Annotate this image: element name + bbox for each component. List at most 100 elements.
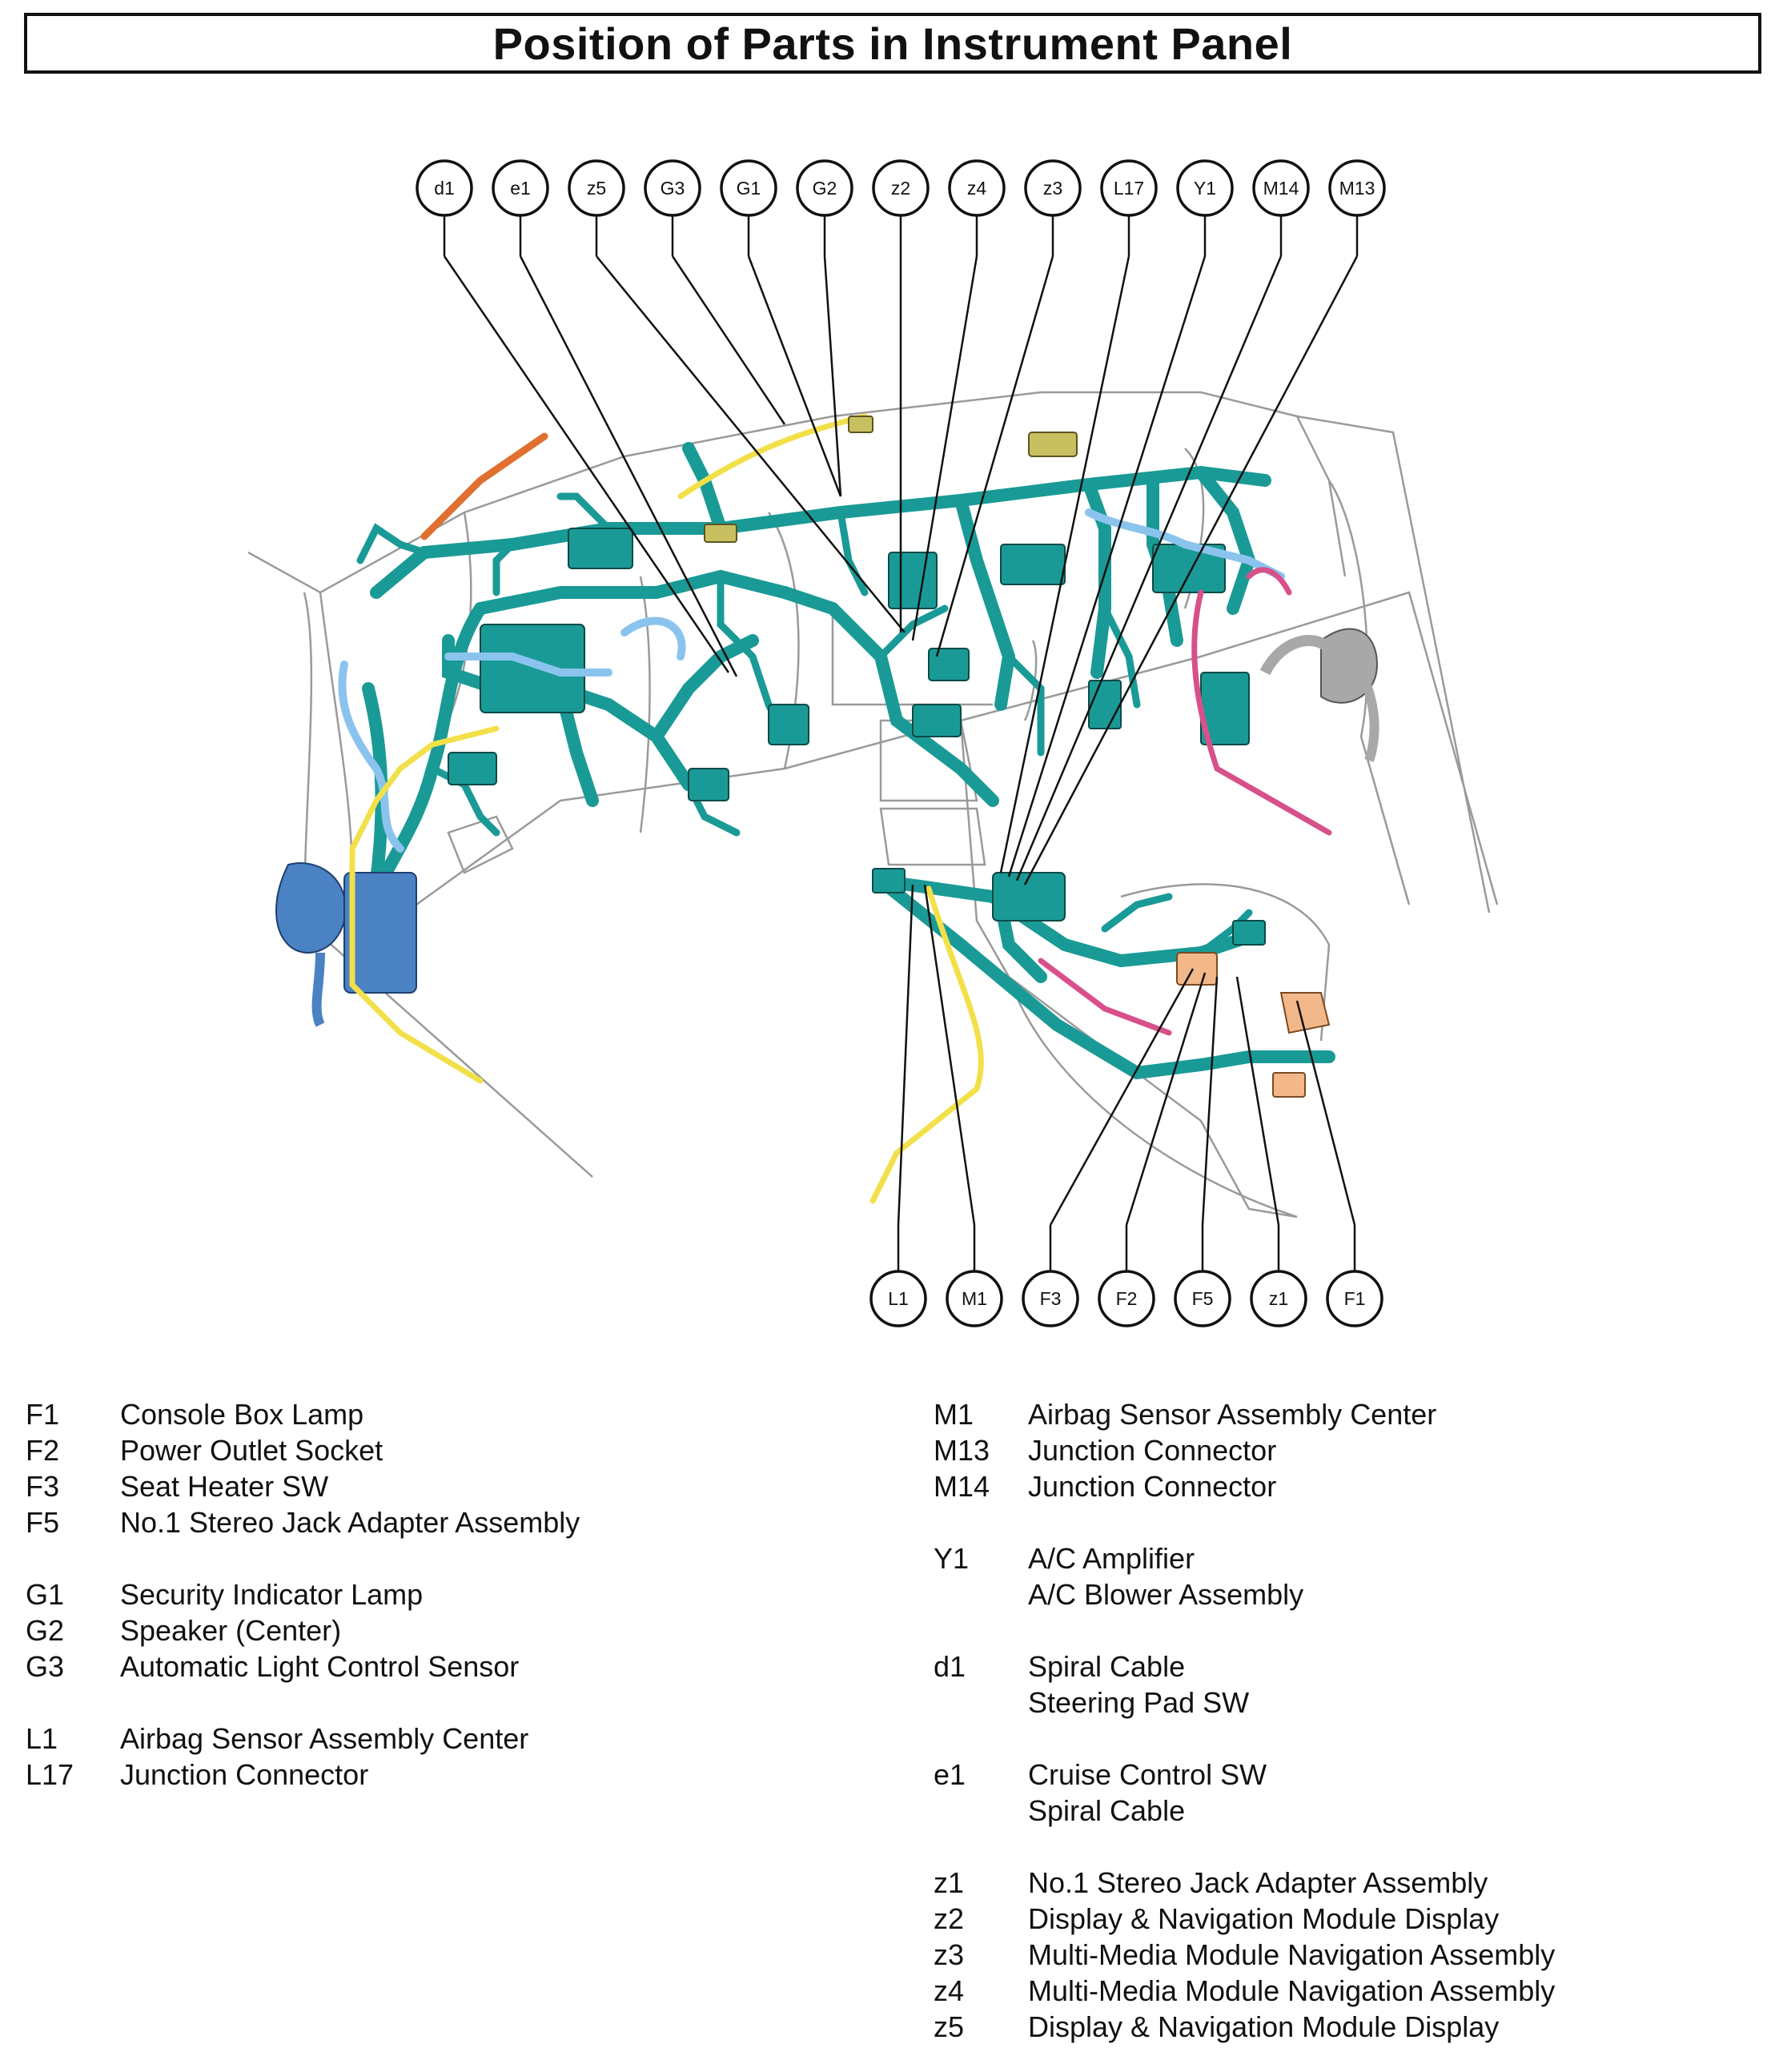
- callout-z3: z3: [1024, 159, 1082, 217]
- leader-lines-top: [443, 216, 1359, 885]
- legend-code: F3: [26, 1470, 60, 1503]
- legend-part-name: Speaker (Center): [120, 1614, 342, 1647]
- callout-l17: L17: [1100, 159, 1158, 217]
- instrument-panel-diagram: d1 e1 z5 G3 G1 G2 z2 z4 z3 L17 Y1 M14 M1…: [247, 159, 1499, 1327]
- legend-entry: G1 Security Indicator Lamp: [26, 1576, 580, 1612]
- legend-part-name: Spiral Cable: [1028, 1650, 1186, 1683]
- console-parts: [1176, 952, 1331, 1098]
- legend-entry: Steering Pad SW: [934, 1685, 1555, 1721]
- legend-code: [934, 1793, 1028, 1829]
- callout-m1: M1: [946, 1270, 1003, 1327]
- callout-z4: z4: [948, 159, 1006, 217]
- legend-part-name: No.1 Stereo Jack Adapter Assembly: [120, 1506, 580, 1539]
- legend-code: d1: [934, 1650, 966, 1683]
- svg-text:d1: d1: [434, 178, 455, 199]
- callout-f2: F2: [1098, 1270, 1155, 1327]
- svg-text:Y1: Y1: [1194, 178, 1216, 199]
- legend-part-name: Display & Navigation Module Display: [1028, 1902, 1500, 1935]
- legend-part-name: Console Box Lamp: [120, 1398, 364, 1431]
- legend-spacer: [26, 1685, 580, 1721]
- legend-code: F2: [26, 1434, 60, 1467]
- legend-code: Y1: [934, 1542, 970, 1575]
- svg-text:e1: e1: [510, 178, 531, 199]
- callout-f1: F1: [1326, 1270, 1383, 1327]
- svg-text:G3: G3: [661, 178, 685, 199]
- light-blue-harness: [338, 508, 1285, 853]
- callout-z5: z5: [568, 159, 625, 217]
- legend-entry: F2 Power Outlet Socket: [26, 1432, 580, 1468]
- legend-code: [934, 1685, 1028, 1721]
- callout-z2: z2: [872, 159, 930, 217]
- svg-text:M13: M13: [1339, 178, 1375, 199]
- page-title: Position of Parts in Instrument Panel: [492, 18, 1293, 69]
- legend-entry: z2 Display & Navigation Module Display: [934, 1901, 1555, 1937]
- callouts-bottom: L1 M1 F3 F2 F5 z1 F1: [869, 1270, 1383, 1327]
- svg-text:z3: z3: [1043, 178, 1062, 199]
- legend-part-name: Power Outlet Socket: [120, 1434, 384, 1467]
- svg-text:M14: M14: [1263, 178, 1299, 199]
- pink-harness: [1038, 567, 1332, 1036]
- legend-part-name: Automatic Light Control Sensor: [120, 1650, 520, 1683]
- legend-spacer: [934, 1612, 1555, 1648]
- legend-code: G2: [26, 1614, 65, 1647]
- legend-code: M14: [934, 1470, 990, 1503]
- svg-text:F2: F2: [1116, 1288, 1138, 1309]
- svg-text:z5: z5: [587, 178, 606, 199]
- legend-code: G1: [26, 1578, 65, 1611]
- legend-spacer: [934, 1721, 1555, 1757]
- legend-spacer: [26, 1540, 580, 1576]
- legend-part-name: Cruise Control SW: [1028, 1758, 1267, 1791]
- legend-code: z2: [934, 1902, 965, 1935]
- svg-text:F3: F3: [1040, 1288, 1062, 1309]
- orange-harness: [420, 432, 548, 540]
- callout-f5: F5: [1174, 1270, 1231, 1327]
- legend-part-name: Airbag Sensor Assembly Center: [1028, 1398, 1437, 1431]
- callout-g3: G3: [644, 159, 701, 217]
- legend-code: M1: [934, 1398, 974, 1431]
- callout-z1: z1: [1250, 1270, 1307, 1327]
- legend-part-name: A/C Amplifier: [1028, 1542, 1195, 1575]
- svg-text:M1: M1: [962, 1288, 987, 1309]
- callout-m13: M13: [1328, 159, 1386, 217]
- callout-e1: e1: [492, 159, 549, 217]
- legend-code: z1: [934, 1866, 965, 1899]
- leader-lines-bottom: [897, 884, 1356, 1273]
- yellow-harness: [349, 413, 984, 1204]
- legend-code: z3: [934, 1938, 965, 1971]
- legend-entry: e1 Cruise Control SW: [934, 1757, 1555, 1793]
- legend-entry: d1 Spiral Cable: [934, 1648, 1555, 1685]
- legend-code: F1: [26, 1398, 60, 1431]
- gray-component: [1259, 628, 1379, 762]
- legend-entry: G2 Speaker (Center): [26, 1612, 580, 1648]
- legend-part-name: Multi-Media Module Navigation Assembly: [1028, 1938, 1556, 1971]
- legend-entry: A/C Blower Assembly: [934, 1576, 1555, 1612]
- title-box: Position of Parts in Instrument Panel: [24, 13, 1761, 74]
- legend-part-name: Airbag Sensor Assembly Center: [120, 1722, 529, 1755]
- legend-entry: F5 No.1 Stereo Jack Adapter Assembly: [26, 1504, 580, 1540]
- dashboard-outline: [247, 391, 1499, 1219]
- legend-spacer: [934, 1504, 1555, 1540]
- svg-text:F5: F5: [1192, 1288, 1214, 1309]
- legend-part-name: Display & Navigation Module Display: [1028, 2010, 1500, 2043]
- legend-part-name: Spiral Cable: [1028, 1794, 1186, 1827]
- legend-code: F5: [26, 1506, 60, 1539]
- legend-part-name: A/C Blower Assembly: [1028, 1578, 1304, 1611]
- legend-code: e1: [934, 1758, 966, 1791]
- legend-code: M13: [934, 1434, 990, 1467]
- svg-text:G1: G1: [737, 178, 761, 199]
- legend-part-name: Security Indicator Lamp: [120, 1578, 424, 1611]
- callout-l1: L1: [869, 1270, 927, 1327]
- callouts-top: d1 e1 z5 G3 G1 G2 z2 z4 z3 L17 Y1 M14 M1…: [416, 159, 1386, 217]
- legend-entry: z3 Multi-Media Module Navigation Assembly: [934, 1937, 1555, 1973]
- legend-part-name: Steering Pad SW: [1028, 1686, 1250, 1719]
- legend-code: [934, 1576, 1028, 1612]
- legend-part-name: Junction Connector: [1028, 1470, 1277, 1503]
- legend-part-name: Junction Connector: [120, 1758, 369, 1791]
- callout-g2: G2: [796, 159, 853, 217]
